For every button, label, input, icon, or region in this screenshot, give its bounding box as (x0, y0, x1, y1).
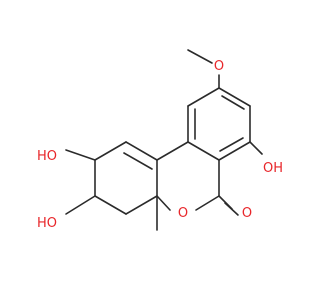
bond (156, 141, 189, 161)
bond (125, 141, 158, 161)
double-bond (221, 95, 245, 110)
bond (187, 87, 220, 107)
molecule-structure: O OH O O HO HO (37, 49, 283, 231)
double-bond (123, 152, 153, 170)
bond (125, 195, 158, 215)
methoxy-oxygen-label: O (214, 59, 224, 74)
hydroxyl-upper-left: HO (37, 149, 96, 164)
phenol-hydroxyl: OH (249, 141, 283, 176)
lactone-ring: O (156, 141, 220, 221)
bond (195, 195, 220, 211)
bond (218, 87, 251, 107)
bond (65, 195, 96, 215)
ring-oxygen-label: O (178, 206, 188, 221)
molecule-canvas: O OH O O HO HO (37, 49, 283, 231)
hydroxyl-label-lower-left: HO (37, 216, 57, 231)
bond (187, 49, 213, 64)
hydroxyl-lower-left: HO (37, 195, 96, 231)
bond (249, 141, 263, 155)
carbonyl-group: O (218, 195, 252, 221)
aromatic-ring (187, 87, 251, 161)
bond (94, 195, 127, 215)
double-bond (224, 202, 239, 216)
carbonyl-oxygen-label: O (242, 206, 252, 221)
double-bond (219, 137, 244, 152)
bond (187, 141, 220, 161)
bond (94, 141, 127, 161)
bond (156, 195, 171, 211)
bond (65, 149, 96, 161)
hydroxyl-label-right: OH (263, 161, 283, 176)
cyclohexene-ring (94, 141, 158, 215)
hydroxyl-label-upper-left: HO (37, 149, 57, 164)
methoxy-group: O (187, 49, 224, 89)
bond (218, 141, 251, 161)
